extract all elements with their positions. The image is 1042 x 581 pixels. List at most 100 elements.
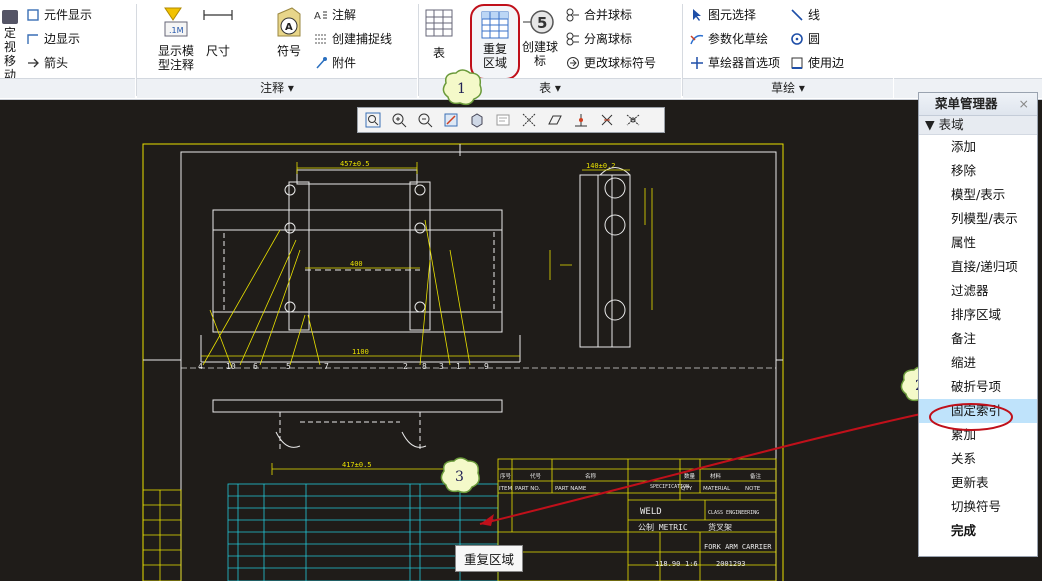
side-dimensions — [549, 169, 653, 310]
change-balloon-symbol-button[interactable]: 更改球标符号 — [566, 54, 656, 71]
menu-item-relations[interactable]: 关系 — [951, 451, 977, 466]
repaint-icon — [444, 113, 458, 127]
dim-side-top: 140±0.2 — [586, 162, 616, 170]
annotation-group-label: 注释 — [260, 81, 285, 95]
group-separator — [682, 4, 683, 96]
menu-item-comments[interactable]: 备注 — [951, 331, 977, 346]
title-weight: 118.90 — [655, 560, 680, 568]
zoom-fit-button[interactable] — [362, 110, 384, 130]
create-balloon-button[interactable]: 5 创建球 标 — [520, 8, 560, 68]
dimension-icon — [203, 10, 233, 20]
menu-item-indent[interactable]: 缩进 — [951, 355, 977, 370]
menu-item-dash-item[interactable]: 破折号项 — [951, 379, 1002, 394]
arrow-icon — [28, 58, 39, 67]
menu-item-sort-regions[interactable]: 排序区域 — [951, 307, 1002, 322]
balloon-label: 4 — [198, 362, 203, 371]
zoom-fit-icon — [365, 112, 381, 128]
axis-display-button[interactable] — [518, 110, 540, 130]
balloon-label: 3 — [439, 362, 444, 371]
sketcher-prefs-button[interactable]: 草绘器首选项 — [690, 54, 780, 71]
menu-manager-title-bar[interactable]: 菜单管理器 × — [919, 93, 1037, 116]
use-edge-button[interactable]: 使用边 — [790, 54, 844, 71]
attachment-button[interactable]: 附件 — [314, 54, 356, 71]
close-icon[interactable]: × — [1018, 96, 1029, 111]
plane-display-button[interactable] — [544, 110, 566, 130]
printer-icon — [2, 10, 18, 24]
show-model-annotation-button[interactable]: .1M 显示模 型注释 — [152, 6, 200, 72]
fix-index-highlight — [929, 403, 1013, 431]
use-edge-label: 使用边 — [808, 56, 845, 70]
repeat-region-label: 重复 区域 — [482, 42, 507, 70]
sheet-border — [142, 143, 784, 581]
display-style-button[interactable] — [466, 110, 488, 130]
callout-number-1: 1 — [457, 81, 466, 97]
point-display-button[interactable] — [570, 110, 592, 130]
merge-balloon-button[interactable]: 合并球标 — [566, 6, 632, 23]
title-drawing-no: 2001293 — [716, 560, 746, 568]
line-icon — [791, 8, 803, 21]
menu-manager-panel: 菜单管理器 × ▼ 表域 添加 移除 模型/表示 列模型/表示 属性 直接/递归… — [918, 92, 1038, 557]
show-model-annotation-label: 显示模 型注释 — [157, 44, 194, 72]
annotation-group-bar[interactable]: 注释 ▾ — [137, 78, 417, 98]
menu-item-direct-recursive[interactable]: 直接/递归项 — [951, 259, 1018, 274]
circle-icon — [791, 32, 803, 45]
use-edge-icon — [791, 57, 803, 69]
repeat-region-icon — [481, 11, 509, 39]
table-group-label: 表 — [539, 81, 552, 95]
view-move-button[interactable]: 定视 移动 — [0, 10, 20, 82]
balloon-five: 5 — [537, 14, 547, 32]
top-view — [212, 399, 503, 452]
zoom-out-button[interactable] — [414, 110, 436, 130]
side-view — [579, 167, 631, 348]
edge-display-button[interactable]: 边显示 — [26, 30, 80, 47]
split-balloon-button[interactable]: 分离球标 — [566, 30, 632, 47]
attachment-label: 附件 — [332, 56, 357, 70]
menu-item-remove[interactable]: 移除 — [951, 163, 977, 178]
display-group-bar — [0, 78, 135, 98]
repaint-button[interactable] — [440, 110, 462, 130]
title-headers: 序号 代号 名称 数量 材料 备注 ITEM PART NO. PART NAM… — [499, 472, 762, 492]
menu-item-column-model-rep[interactable]: 列模型/表示 — [951, 211, 1018, 226]
menu-item-done[interactable]: 完成 — [951, 523, 977, 538]
menu-item-filters[interactable]: 过滤器 — [951, 283, 989, 298]
sketch-group-bar[interactable]: 草绘 ▾ — [683, 78, 893, 98]
svg-text:.1M: .1M — [169, 26, 184, 35]
menu-section-header[interactable]: ▼ 表域 — [919, 116, 1037, 135]
menu-item-attributes[interactable]: 属性 — [951, 235, 977, 250]
arrow-button[interactable]: 箭头 — [26, 54, 68, 71]
menu-item-model-rep[interactable]: 模型/表示 — [951, 187, 1006, 202]
menu-item-add[interactable]: 添加 — [951, 139, 977, 154]
svg-text:A: A — [314, 11, 321, 22]
balloon-label: 5 — [286, 362, 291, 371]
drawing-canvas[interactable]: 457±0.5 400 1100 417±0.5 140±0.2 4 10 6 … — [0, 100, 1042, 581]
menu-item-update-table[interactable]: 更新表 — [951, 475, 989, 490]
annotation-arrow — [479, 411, 931, 526]
note-button[interactable]: A 注解 — [314, 6, 356, 23]
table-icon — [425, 9, 453, 37]
note-label: 注解 — [332, 8, 357, 22]
table-group-bar[interactable]: 表 ▾ — [419, 78, 681, 98]
note-display-button[interactable] — [492, 110, 514, 130]
parametric-sketch-button[interactable]: 参数化草绘 — [690, 30, 768, 47]
create-snap-line-button[interactable]: 创建捕捉线 — [314, 30, 392, 47]
header-cell: NOTE — [745, 486, 761, 492]
balloon-label: 6 — [253, 362, 258, 371]
split-balloon-icon — [566, 32, 579, 45]
component-display-icon — [27, 8, 39, 21]
table-button[interactable]: 表 — [424, 8, 454, 60]
dimension-button[interactable]: 尺寸 — [200, 6, 236, 58]
select-element-button[interactable]: 图元选择 — [690, 6, 756, 23]
symbol-label: 符号 — [276, 44, 301, 58]
header-cell: ITEM — [499, 486, 512, 492]
symbol-button[interactable]: A 符号 — [270, 6, 308, 58]
circle-button[interactable]: 圆 — [790, 30, 820, 47]
menu-item-fix-index[interactable]: 固定索引 — [919, 399, 1037, 423]
menu-item-switch-symbol[interactable]: 切换符号 — [951, 499, 1002, 514]
show-annotation-icon: .1M — [164, 7, 188, 37]
csys-display-button[interactable] — [596, 110, 618, 130]
line-button[interactable]: 线 — [790, 6, 820, 23]
spin-center-button[interactable] — [622, 110, 644, 130]
title-scale: 1:6 — [685, 560, 698, 568]
component-display-button[interactable]: 元件显示 — [26, 6, 92, 23]
zoom-in-button[interactable] — [388, 110, 410, 130]
